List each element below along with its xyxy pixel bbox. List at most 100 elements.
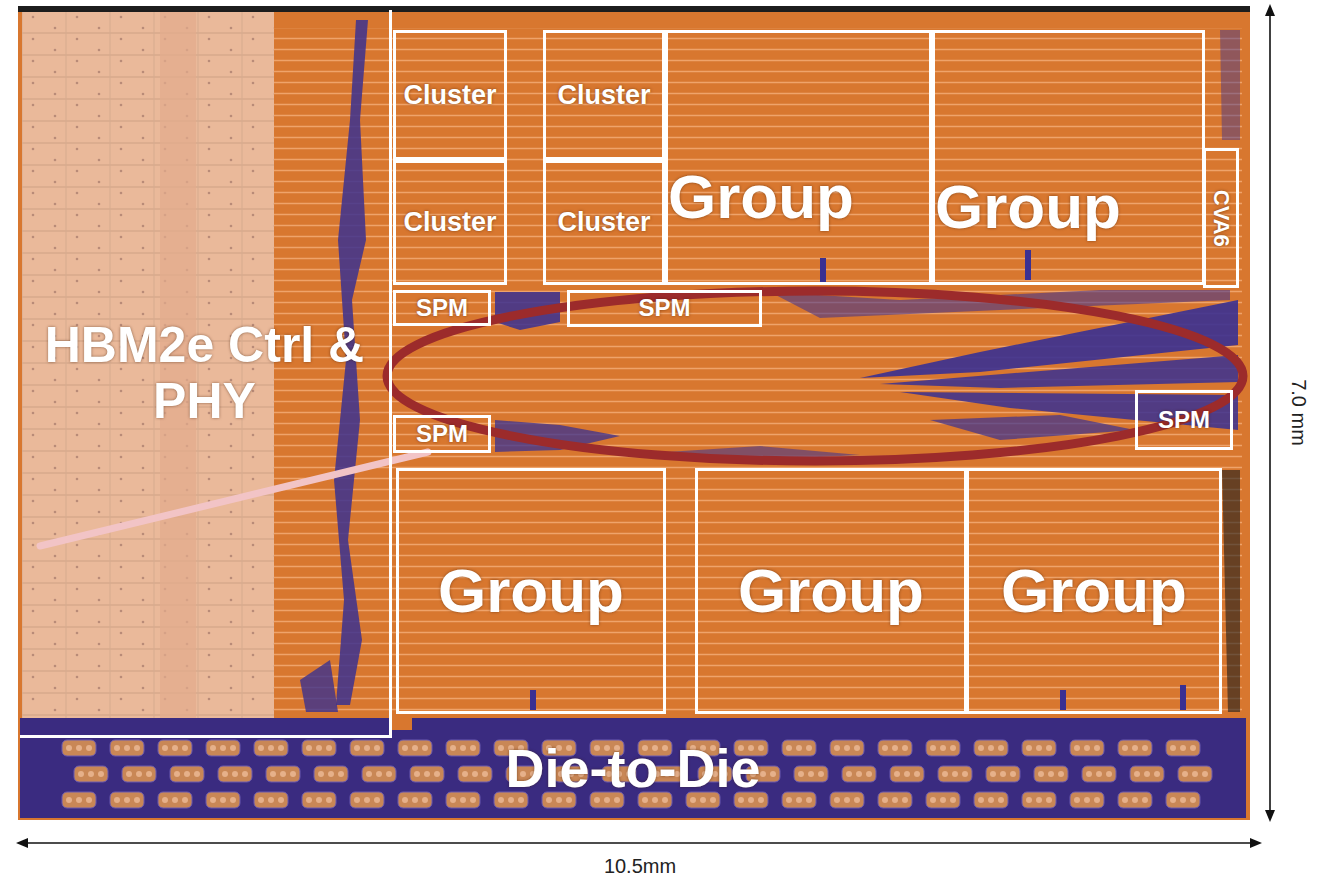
bump-group <box>206 792 240 808</box>
bump <box>818 771 824 777</box>
bump-group <box>974 792 1008 808</box>
routing-mark <box>820 258 826 282</box>
bump <box>1058 771 1064 777</box>
bump <box>182 797 188 803</box>
hbm-region: HBM2e Ctrl & PHY <box>20 10 392 738</box>
bump <box>498 745 504 751</box>
bump <box>194 771 200 777</box>
spm-box: SPM <box>567 290 762 327</box>
bump <box>220 745 226 751</box>
bump <box>990 771 996 777</box>
bump-group <box>974 740 1008 756</box>
bump <box>566 797 572 803</box>
bump <box>614 797 620 803</box>
bump-group <box>266 766 300 782</box>
bump-group <box>254 792 288 808</box>
bump <box>86 745 92 751</box>
bump <box>952 771 958 777</box>
bump <box>1142 797 1148 803</box>
bump-group <box>62 792 96 808</box>
bump <box>376 771 382 777</box>
bump-group <box>1022 792 1056 808</box>
bump <box>882 797 888 803</box>
bump <box>978 797 984 803</box>
bump <box>460 797 466 803</box>
bump-group <box>782 740 816 756</box>
bump-group <box>1070 740 1104 756</box>
bump <box>930 797 936 803</box>
bump <box>258 745 264 751</box>
bump <box>1084 797 1090 803</box>
bump <box>962 771 968 777</box>
bump <box>424 771 430 777</box>
bump <box>366 771 372 777</box>
bump-group <box>350 740 384 756</box>
bump-group <box>254 740 288 756</box>
bump <box>846 771 852 777</box>
group-box: Group <box>665 30 932 285</box>
bump-group <box>206 740 240 756</box>
bump <box>114 745 120 751</box>
bump <box>988 797 994 803</box>
bump <box>940 745 946 751</box>
bump-group <box>986 766 1020 782</box>
bump <box>518 797 524 803</box>
bump <box>1094 745 1100 751</box>
bump-group <box>842 766 876 782</box>
bump-group <box>302 792 336 808</box>
bump <box>998 797 1004 803</box>
bump-group <box>458 766 492 782</box>
bump-group <box>1166 792 1200 808</box>
bump <box>114 797 120 803</box>
routing-mark <box>1060 690 1066 710</box>
bump <box>450 797 456 803</box>
bump <box>1026 745 1032 751</box>
bump <box>942 771 948 777</box>
bump <box>306 797 312 803</box>
bump <box>326 745 332 751</box>
bump-group <box>890 766 924 782</box>
bump <box>172 797 178 803</box>
bump <box>1122 797 1128 803</box>
bump <box>328 771 334 777</box>
routing-mark <box>1025 250 1031 280</box>
bump <box>1038 771 1044 777</box>
spm-box-label: SPM <box>1158 407 1210 434</box>
bump <box>242 771 248 777</box>
bump <box>124 797 130 803</box>
bump <box>950 797 956 803</box>
bump <box>230 797 236 803</box>
bump <box>700 797 706 803</box>
bump <box>1000 771 1006 777</box>
bump <box>76 797 82 803</box>
bump <box>498 797 504 803</box>
bump <box>66 745 72 751</box>
bump <box>1192 771 1198 777</box>
bump-group <box>1118 740 1152 756</box>
bump-group <box>1082 766 1116 782</box>
bump <box>806 797 812 803</box>
bump <box>210 797 216 803</box>
bump <box>402 745 408 751</box>
bump-group <box>158 740 192 756</box>
bump-group <box>110 792 144 808</box>
routing-fan <box>880 355 1238 388</box>
bump <box>758 797 764 803</box>
bump-group <box>1178 766 1212 782</box>
bump-group <box>938 766 972 782</box>
bump <box>386 771 392 777</box>
spm-box: SPM <box>1135 390 1233 450</box>
cluster-box-label: Cluster <box>403 80 496 110</box>
bump <box>280 771 286 777</box>
bump-group <box>362 766 396 782</box>
routing-patch <box>300 660 338 712</box>
bump-group <box>1118 792 1152 808</box>
group-box-label: Group <box>738 556 924 625</box>
bump <box>268 797 274 803</box>
bump <box>134 797 140 803</box>
bump <box>1142 745 1148 751</box>
bump <box>222 771 228 777</box>
die-edge <box>18 6 1250 12</box>
group-box: Group <box>396 468 666 714</box>
spm-box: SPM <box>393 415 491 453</box>
